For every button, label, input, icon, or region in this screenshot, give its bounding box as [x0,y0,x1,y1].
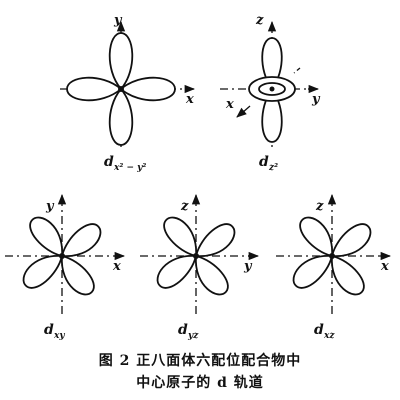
axis-label-h: x [112,259,121,274]
orbital-dx2-y2: y x d x² − y² [60,13,196,173]
axis-label-h: x [380,259,389,274]
axis-label-v: z [255,13,264,28]
axis-label-h: y [243,259,253,274]
orbital-label-main: d [178,322,188,338]
axis-label-h: y [311,92,321,107]
orbital-label-sub: yz [187,331,199,341]
axis-label-v: z [315,199,324,214]
orbital-label-sub: x² − y² [113,163,146,173]
orbital-label-sub: xy [53,331,65,341]
axis-label-v: y [45,199,55,214]
orbital-dxz: z x d xz [276,193,392,341]
orbital-dxy: y x d xy [5,193,126,341]
lobes-dx2-y2 [66,32,176,146]
lobes-dyz [156,216,236,296]
axis-label-depth: x [225,97,234,112]
axis-label-v: z [180,199,189,214]
orbital-label-sub: z² [268,163,278,173]
orbital-dz2: z y x d z² [220,13,321,173]
lobes-dxz [292,216,372,296]
figure-caption-line2: 中心原子的 d 轨道 [136,375,264,391]
orbital-label-main: d [314,322,324,338]
lobes-dxy [22,216,102,296]
orbital-label-main: d [44,322,54,338]
orbital-dyz: z y d yz [140,193,260,341]
orbital-label-main: d [104,154,114,170]
figure-caption-line1: 图 2 正八面体六配位配合物中 [98,353,302,369]
axis-label-v: y [113,13,123,28]
orbital-label-main: d [259,154,269,170]
axis-label-h: x [185,92,194,107]
orbital-label-sub: xz [323,331,335,341]
